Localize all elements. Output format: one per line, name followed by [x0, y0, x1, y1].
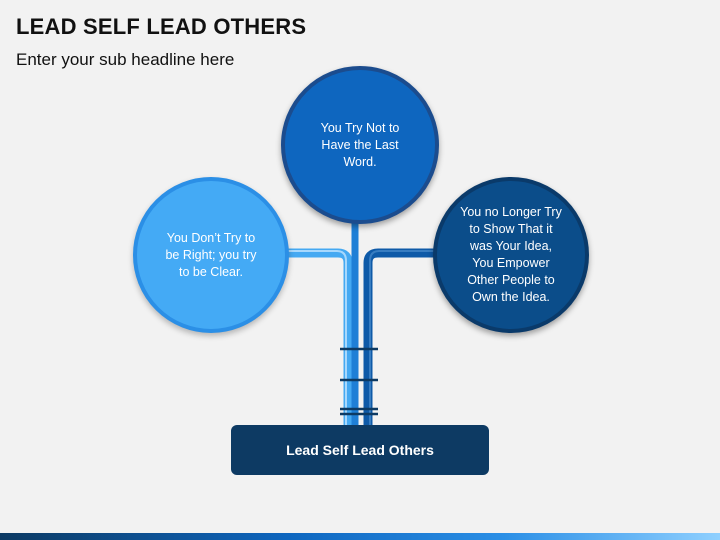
node-top-circle: You Try Not to Have the Last Word.: [281, 66, 439, 224]
node-right-line: Other People to: [467, 273, 555, 287]
node-left-circle: You Don’t Try to be Right; you try to be…: [133, 177, 289, 333]
slide-title: LEAD SELF LEAD OTHERS: [16, 14, 307, 39]
node-right-circle: You no Longer Try to Show That it was Yo…: [433, 177, 589, 333]
node-left-line: be Right; you try: [165, 247, 257, 262]
pipe-bands: [340, 347, 378, 416]
base-label-box: Lead Self Lead Others: [231, 425, 489, 475]
node-top-line: Word.: [343, 154, 377, 169]
base-label: Lead Self Lead Others: [286, 442, 434, 458]
node-top-line: You Try Not to: [320, 120, 400, 135]
node-right-line: You Empower: [472, 256, 550, 270]
node-right-line: You no Longer Try: [460, 205, 562, 219]
node-right-line: to Show That it: [469, 222, 553, 236]
node-left-line: to be Clear.: [179, 264, 243, 279]
slide-subtitle: Enter your sub headline here: [16, 50, 235, 69]
node-right-line: was Your Idea,: [469, 239, 552, 253]
pipe-left-branch: [286, 248, 353, 426]
pipe-right-branch: [363, 248, 436, 426]
footer-gradient-bar: [0, 533, 720, 540]
node-left-line: You Don’t Try to: [166, 230, 256, 245]
node-right-line: Own the Idea.: [472, 290, 550, 304]
node-top-line: Have the Last: [321, 137, 399, 152]
